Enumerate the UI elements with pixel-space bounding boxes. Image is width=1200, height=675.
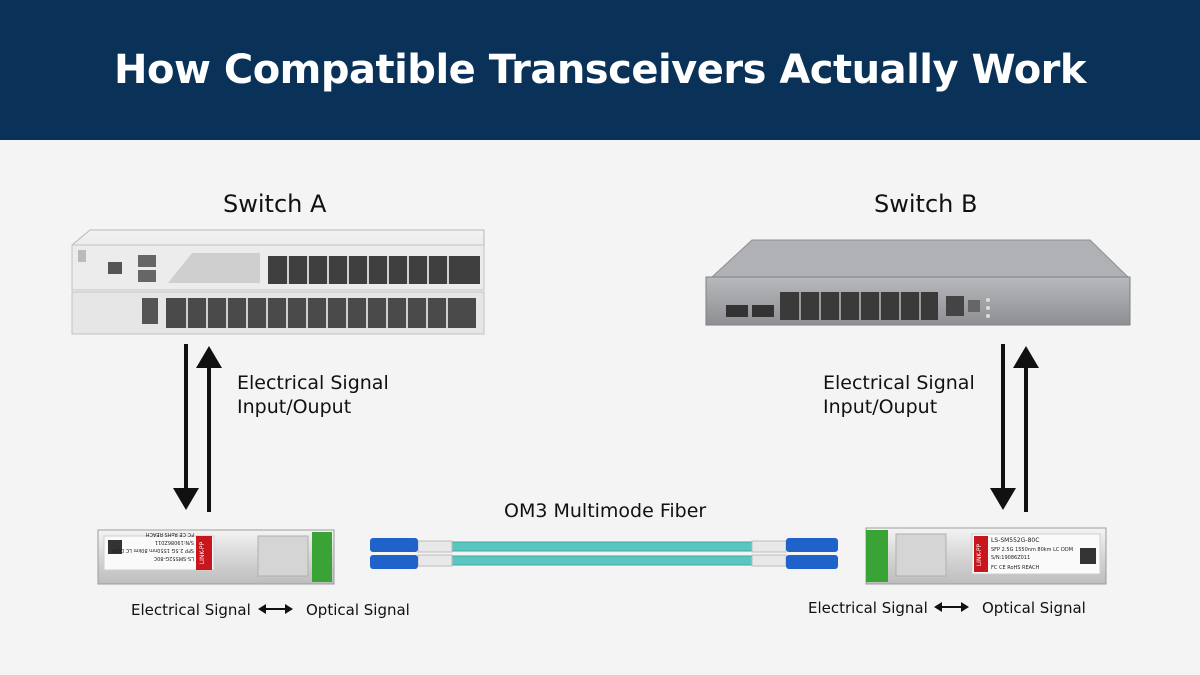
module-b-conversion-arrow: [934, 602, 969, 612]
module-b-text-line3: S/N:19086Z011: [991, 555, 1030, 561]
switch-a-device: [71, 229, 485, 335]
page-title: How Compatible Transceivers Actually Wor…: [114, 47, 1087, 93]
switch-a-signal-arrows: [184, 344, 211, 512]
module-b-text-line1: LS-SM552G-80C: [991, 537, 1039, 544]
module-a-conversion-arrow: [258, 604, 293, 614]
switch-b-signal-line2: Input/Ouput: [823, 396, 938, 418]
module-b-text-line2: SFP 2.5G 1550nm 80km LC DDM: [991, 547, 1073, 553]
sfp-module-b: [865, 527, 1107, 585]
module-b-cert-marks: FC CE RoHS REACH: [991, 565, 1039, 571]
switch-a-port-dividers: [186, 256, 449, 328]
module-a-text-line1: LS-SM552G-80C: [153, 555, 194, 561]
switch-b-up-arrowhead: [1013, 346, 1039, 368]
switch-a-bottom-ports: [142, 298, 476, 328]
switch-b-down-arrowhead: [990, 488, 1016, 510]
switch-a-signal-line1: Electrical Signal: [237, 372, 389, 394]
fiber-label: OM3 Multimode Fiber: [504, 500, 707, 522]
lc-connector-left: [370, 538, 418, 569]
switch-b-label: Switch B: [874, 190, 978, 218]
switch-a-label: Switch A: [223, 190, 327, 218]
module-b-latch: [866, 530, 888, 582]
switch-b-device: [705, 239, 1131, 326]
module-a-text-line3: S/N:19086Z011: [155, 539, 194, 545]
switch-a-signal-label: Electrical Signal Input/Ouput: [237, 371, 389, 419]
switch-b-signal-arrows: [1001, 344, 1028, 512]
switch-b-port-dividers: [799, 292, 921, 320]
module-a-cert-marks: FC CE RoHS REACH: [146, 531, 194, 537]
module-a-qr-icon: [108, 540, 122, 554]
switch-a-top-ports: [268, 256, 480, 284]
module-a-optical-label: Optical Signal: [306, 601, 410, 619]
module-b-qr-icon: [1080, 548, 1096, 564]
module-a-electrical-label: Electrical Signal: [131, 601, 251, 619]
module-b-brand-label: [974, 536, 988, 572]
switch-b-signal-line1: Electrical Signal: [823, 372, 975, 394]
module-a-latch: [312, 532, 332, 582]
switch-a-down-arrowhead: [173, 488, 199, 510]
switch-a-up-arrowhead: [196, 346, 222, 368]
module-a-brand-text: LINK-PP: [199, 541, 206, 564]
lc-connector-right: [786, 538, 838, 569]
sfp-module-a: [97, 529, 335, 585]
module-b-electrical-label: Electrical Signal: [808, 599, 928, 617]
header-banner: How Compatible Transceivers Actually Wor…: [0, 0, 1200, 140]
switch-a-signal-line2: Input/Ouput: [237, 396, 352, 418]
om3-fiber-cable: [417, 540, 787, 567]
module-a-brand-label: [196, 536, 212, 570]
module-a-text-line2: SFP 2.5G 1550nm 80km LC DDM: [112, 547, 194, 553]
switch-b-signal-label: Electrical Signal Input/Ouput: [823, 371, 975, 419]
module-b-brand-text: LINK-PP: [976, 543, 983, 566]
module-b-optical-label: Optical Signal: [982, 599, 1086, 617]
